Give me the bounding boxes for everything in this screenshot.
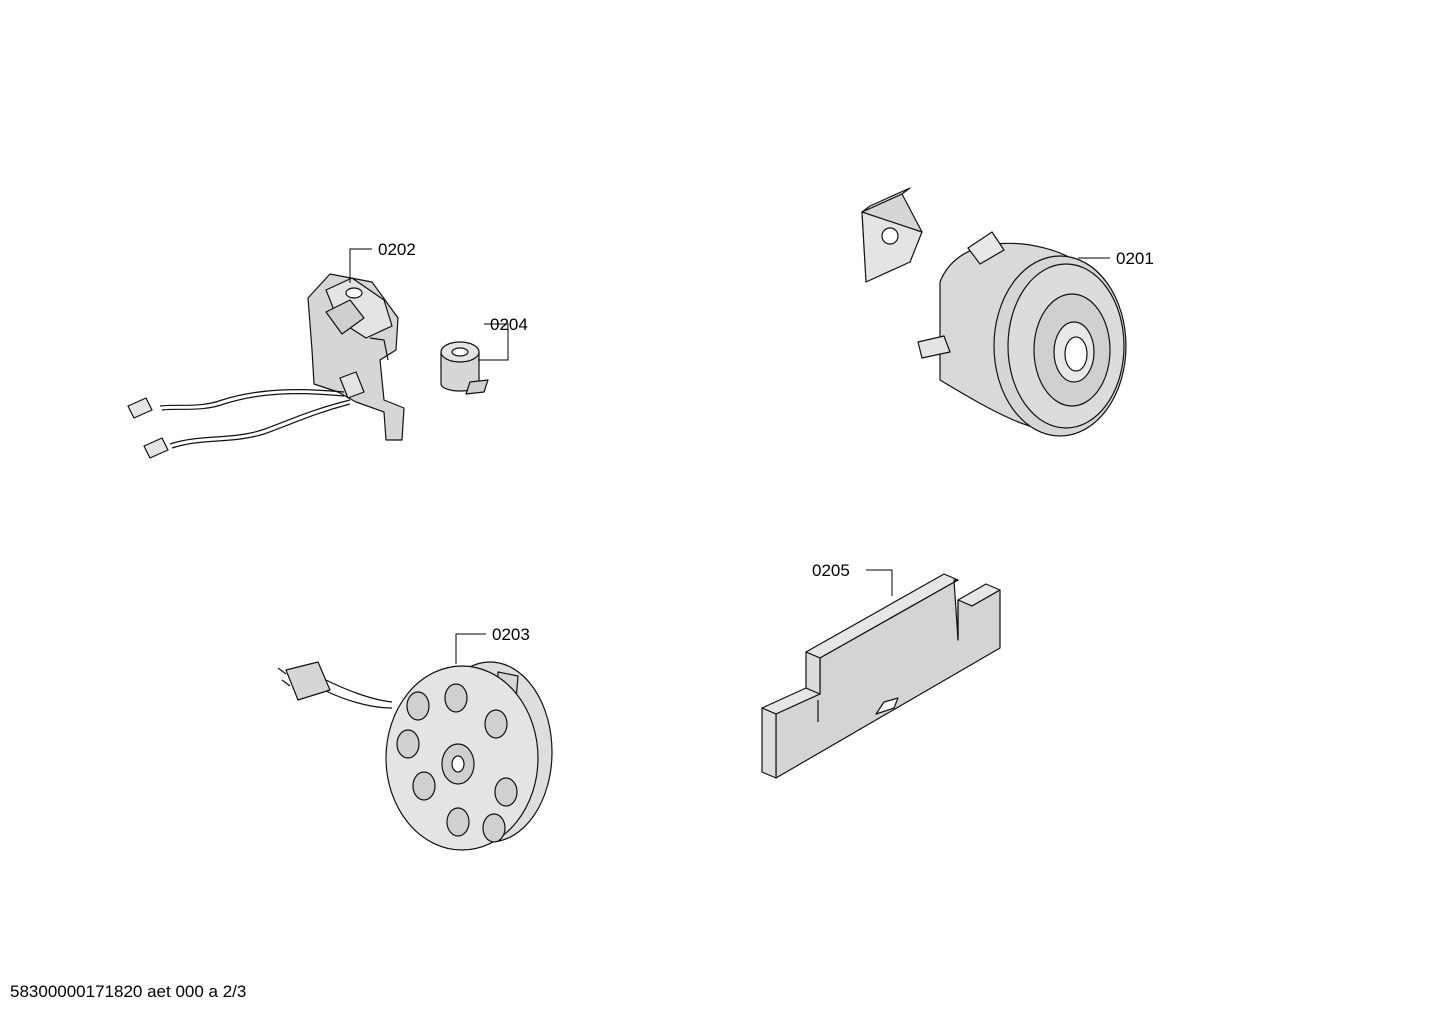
part-0205-foam-filter[interactable]	[761, 573, 1001, 779]
callout-0205: 0205	[812, 561, 893, 596]
label-0205: 0205	[812, 561, 850, 580]
callout-0204: 0204	[478, 315, 528, 361]
callout-0203: 0203	[455, 625, 530, 664]
label-0202: 0202	[378, 240, 416, 259]
part-0201-motor[interactable]	[861, 187, 1127, 437]
part-0202-control-board[interactable]	[127, 273, 405, 459]
callout-0202: 0202	[349, 240, 416, 283]
label-0201: 0201	[1116, 249, 1154, 268]
part-0203-cable-reel[interactable]	[277, 661, 553, 851]
label-0203: 0203	[492, 625, 530, 644]
footer-document-id: 58300000171820 aet 000 a 2/3	[10, 982, 247, 1001]
label-0204: 0204	[490, 315, 528, 334]
callout-0201: 0201	[1078, 249, 1154, 268]
part-0204-coil[interactable]	[440, 341, 489, 395]
